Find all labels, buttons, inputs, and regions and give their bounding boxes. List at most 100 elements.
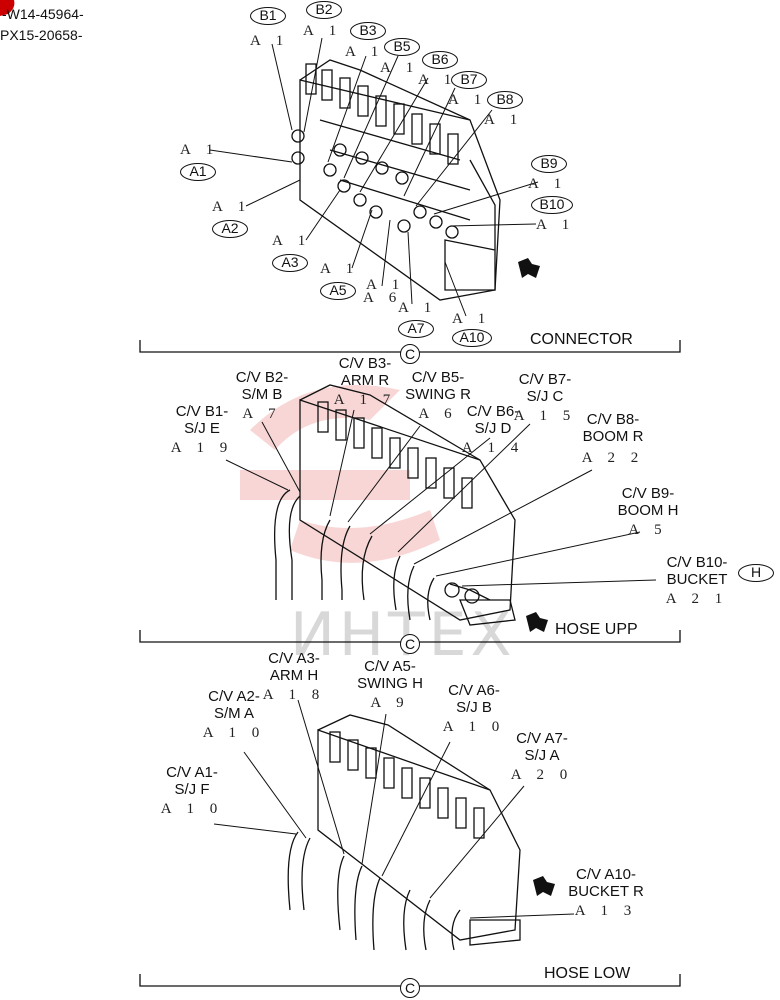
callout-line1: C/V A10- bbox=[575, 866, 637, 883]
callout-line2: S/J B bbox=[456, 699, 492, 716]
callout-code: A 1 0 bbox=[160, 801, 224, 817]
callout-line2: BOOM H bbox=[617, 502, 679, 519]
section-caption-hose-upp: HOSE UPP bbox=[555, 621, 638, 638]
part-code: A 1 bbox=[303, 23, 343, 39]
tag-b10: B10 bbox=[531, 196, 573, 214]
callout-line1: C/V B1- bbox=[175, 403, 229, 420]
serial-range-2: PX15-20658- bbox=[0, 27, 83, 43]
control-valve-top-drawing bbox=[291, 59, 501, 301]
callout-line2: SWING H bbox=[357, 675, 423, 692]
part-code: A 1 bbox=[272, 233, 312, 249]
callout-line2: S/M A bbox=[213, 705, 254, 722]
callout-line1: C/V A6- bbox=[448, 682, 500, 699]
callout-line2: S/J A bbox=[524, 747, 560, 764]
section-caption-connector: CONNECTOR bbox=[530, 331, 633, 348]
tag-a2: A2 bbox=[212, 220, 248, 238]
part-code: A 1 bbox=[398, 300, 438, 316]
serial-range-1: -W14-45964- bbox=[2, 6, 84, 22]
tag-b5: B5 bbox=[384, 38, 420, 56]
part-code: A 1 bbox=[452, 311, 492, 327]
callout-b8: C/V B8- BOOM R A 2 2 bbox=[568, 411, 658, 467]
callout-a6: C/V A6- S/J B A 1 0 bbox=[432, 682, 516, 736]
callout-b6: C/V B6- S/J D A 1 4 bbox=[450, 403, 536, 457]
part-code: A 1 bbox=[320, 261, 360, 277]
callout-line1: C/V A3- bbox=[268, 650, 320, 667]
view-marker-c: C bbox=[400, 978, 420, 998]
tag-a3: A3 bbox=[272, 254, 308, 272]
part-code: A 1 bbox=[380, 60, 420, 76]
callout-a5: C/V A5- SWING H A 9 bbox=[342, 658, 438, 712]
callout-b3: C/V B3- ARM R A 1 7 bbox=[322, 355, 408, 409]
callout-line2: SWING R bbox=[405, 386, 471, 403]
callout-line2: S/J F bbox=[174, 781, 210, 798]
callout-code: A 1 0 bbox=[202, 725, 266, 741]
view-marker-c: C bbox=[400, 634, 420, 654]
view-marker-c: C bbox=[400, 344, 420, 364]
callout-line1: C/V B10- bbox=[666, 554, 728, 571]
part-code: A 1 bbox=[212, 199, 252, 215]
callout-b9: C/V B9- BOOM H A 5 bbox=[600, 485, 696, 539]
control-valve-low-drawing bbox=[287, 714, 521, 951]
callout-code: A 1 8 bbox=[262, 687, 326, 703]
callout-code: A 1 9 bbox=[170, 440, 234, 456]
callout-code: A 9 bbox=[370, 695, 410, 711]
tag-a1: A1 bbox=[180, 163, 216, 181]
direction-arrow-icon bbox=[518, 258, 555, 896]
callout-line1: C/V B9- bbox=[621, 485, 675, 502]
part-code: A 1 bbox=[418, 72, 458, 88]
part-code: A 1 bbox=[484, 112, 524, 128]
part-code: A 1 bbox=[250, 33, 290, 49]
tag-b3: B3 bbox=[350, 22, 386, 40]
callout-line2: S/M B bbox=[241, 386, 283, 403]
callout-a3: C/V A3- ARM H A 1 8 bbox=[252, 650, 336, 704]
callout-line2: ARM R bbox=[340, 372, 390, 389]
tag-a7: A7 bbox=[398, 320, 434, 338]
callout-line2: ARM H bbox=[269, 667, 319, 684]
callout-line1: C/V B2- bbox=[235, 369, 289, 386]
tag-b2: B2 bbox=[306, 1, 342, 19]
callout-line1: C/V A5- bbox=[364, 658, 416, 675]
callout-line1: C/V A7- bbox=[516, 730, 568, 747]
tag-b9: B9 bbox=[531, 155, 567, 173]
callout-code: A 2 0 bbox=[510, 767, 574, 783]
callout-a2: C/V A2- S/M A A 1 0 bbox=[192, 688, 276, 742]
callout-a7: C/V A7- S/J A A 2 0 bbox=[500, 730, 584, 784]
callout-code: A 1 4 bbox=[461, 440, 525, 456]
callout-line1: C/V B7- bbox=[518, 371, 572, 388]
callout-code: A 5 bbox=[628, 522, 668, 538]
callout-line1: C/V B8- bbox=[586, 411, 640, 428]
part-code: A 1 bbox=[448, 92, 488, 108]
tag-a5: A5 bbox=[320, 282, 356, 300]
watermark-text: ИНТЕХ bbox=[290, 600, 516, 670]
callout-code: A 7 bbox=[242, 406, 282, 422]
tag-b8: B8 bbox=[487, 91, 523, 109]
part-code-a6: A 6 bbox=[363, 290, 403, 306]
callout-line1: C/V B3- bbox=[338, 355, 392, 372]
callout-code: A 1 5 bbox=[513, 408, 577, 424]
callout-code: A 2 2 bbox=[581, 450, 645, 466]
callout-code: A 1 7 bbox=[333, 392, 397, 408]
part-code: A 1 bbox=[536, 217, 576, 233]
callout-b1: C/V B1- S/J E A 1 9 bbox=[162, 403, 242, 457]
callout-a1: C/V A1- S/J F A 1 0 bbox=[154, 764, 230, 818]
callout-line1: C/V B5- bbox=[411, 369, 465, 386]
tag-a10: A10 bbox=[452, 329, 492, 347]
part-code: A 1 bbox=[180, 142, 220, 158]
callout-code: A 6 bbox=[418, 406, 458, 422]
section-caption-hose-low: HOSE LOW bbox=[544, 965, 631, 982]
callout-line2: S/J E bbox=[184, 420, 220, 437]
callout-line2: S/J D bbox=[474, 420, 512, 437]
callout-b5: C/V B5- SWING R A 6 bbox=[390, 369, 486, 423]
callout-code: A 1 3 bbox=[574, 903, 638, 919]
tag-b1: B1 bbox=[250, 7, 286, 25]
callout-line1: C/V A2- bbox=[208, 688, 260, 705]
callout-line2: BUCKET R bbox=[568, 883, 644, 900]
tag-b7: B7 bbox=[451, 71, 487, 89]
tag-b6: B6 bbox=[422, 51, 458, 69]
callout-b7: C/V B7- S/J C A 1 5 bbox=[500, 371, 590, 425]
callout-line1: C/V A1- bbox=[166, 764, 218, 781]
callout-line2: BOOM R bbox=[582, 428, 644, 445]
